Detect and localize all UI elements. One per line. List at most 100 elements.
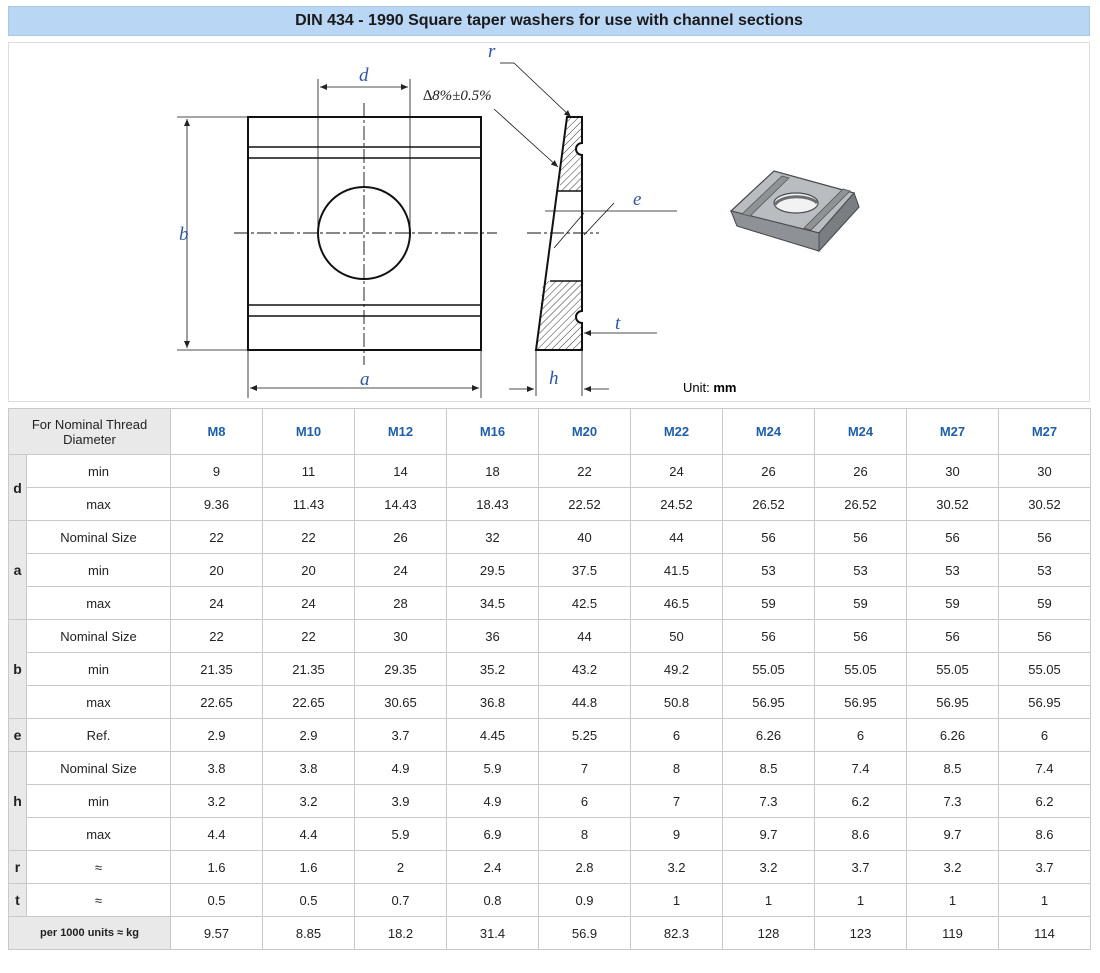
table-cell: 5.9 [446,751,539,785]
table-cell: 0.9 [538,883,631,917]
size-header: M27 [998,408,1091,455]
table-cell: 0.7 [354,883,447,917]
table-cell: 56 [722,619,815,653]
table-cell: 82.3 [630,916,723,950]
group-label: b [8,619,27,719]
table-cell: 35.2 [446,652,539,686]
table-cell: 56 [814,520,907,554]
table-cell: 50 [630,619,723,653]
table-cell: 1.6 [170,850,263,884]
table-cell: 2 [354,850,447,884]
table-cell: 128 [722,916,815,950]
label-e: e [633,189,641,210]
table-cell: 46.5 [630,586,723,620]
table-cell: 41.5 [630,553,723,587]
table-cell: 1.6 [262,850,355,884]
technical-drawing: d b a h r e t ∆8%±0.5% Unit: mm [8,42,1090,402]
table-cell: 8.5 [906,751,999,785]
table-cell: 56.95 [722,685,815,719]
table-cell: 9.57 [170,916,263,950]
table-cell: 4.4 [170,817,263,851]
table-cell: 53 [814,553,907,587]
table-cell: 7.4 [814,751,907,785]
table-cell: 59 [998,586,1091,620]
table-cell: 43.2 [538,652,631,686]
table-cell: 56 [906,520,999,554]
table-cell: 24.52 [630,487,723,521]
size-header: M24 [814,408,907,455]
group-label: e [8,718,27,752]
table-cell: 26.52 [814,487,907,521]
table-cell: 8.5 [722,751,815,785]
table-cell: 21.35 [262,652,355,686]
table-cell: 56 [998,520,1091,554]
table-cell: 31.4 [446,916,539,950]
table-cell: 18.43 [446,487,539,521]
size-header: M16 [446,408,539,455]
washer-3d-illustration [729,170,860,253]
table-cell: 55.05 [906,652,999,686]
table-cell: 6 [538,784,631,818]
front-view [177,79,497,398]
table-cell: 20 [262,553,355,587]
label-t: t [615,313,621,334]
table-cell: 56.95 [998,685,1091,719]
row-label: max [26,817,171,851]
dimensions-table: For Nominal Thread Diameter M8 M10 M12 M… [8,408,1091,950]
table-cell: 30.52 [998,487,1091,521]
size-header: M8 [170,408,263,455]
table-cell: 3.7 [814,850,907,884]
table-cell: 56.9 [538,916,631,950]
table-cell: 9 [630,817,723,851]
table-cell: 0.5 [170,883,263,917]
table-cell: 26.52 [722,487,815,521]
table-cell: 22 [262,619,355,653]
table-cell: 37.5 [538,553,631,587]
table-cell: 8.6 [998,817,1091,851]
table-cell: 9.7 [906,817,999,851]
table-cell: 56 [722,520,815,554]
table-cell: 1 [998,883,1091,917]
corner-header: For Nominal Thread Diameter [8,408,171,455]
table-cell: 59 [814,586,907,620]
group-label: d [8,454,27,521]
table-cell: 29.35 [354,652,447,686]
table-cell: 8.6 [814,817,907,851]
table-cell: 56 [906,619,999,653]
unit-value: mm [713,380,737,395]
row-label: ≈ [26,883,171,917]
table-cell: 24 [354,553,447,587]
table-cell: 3.7 [354,718,447,752]
label-h: h [549,368,559,389]
table-cell: 3.9 [354,784,447,818]
table-cell: 9.36 [170,487,263,521]
row-label: min [26,652,171,686]
size-header: M10 [262,408,355,455]
table-cell: 6.26 [906,718,999,752]
table-cell: 53 [998,553,1091,587]
weight-label: per 1000 units ≈ kg [8,916,171,950]
table-cell: 22 [538,454,631,488]
row-label: Ref. [26,718,171,752]
table-cell: 2.9 [262,718,355,752]
table-cell: 4.9 [354,751,447,785]
table-cell: 24 [630,454,723,488]
side-view [493,62,677,396]
table-cell: 1 [906,883,999,917]
table-cell: 44 [630,520,723,554]
table-cell: 9.7 [722,817,815,851]
table-cell: 4.9 [446,784,539,818]
table-cell: 8 [630,751,723,785]
table-cell: 14.43 [354,487,447,521]
table-cell: 2.9 [170,718,263,752]
size-header: M27 [906,408,999,455]
table-cell: 56 [814,619,907,653]
